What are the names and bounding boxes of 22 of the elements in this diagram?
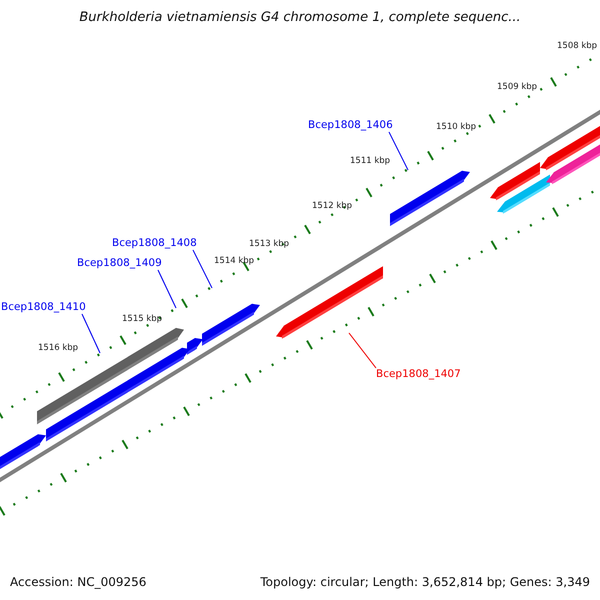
leader-line	[348, 332, 376, 368]
leader-line	[82, 314, 100, 354]
scale-label: 1515 kbp	[122, 314, 162, 324]
scale-label: 1516 kbp	[38, 343, 78, 354]
scale-label: 1511 kbp	[350, 156, 390, 166]
scale-label: 1510 kbp	[436, 122, 476, 132]
gene-label: Bcep1808_1409	[77, 257, 162, 270]
scale-label: 1512 kbp	[312, 201, 352, 212]
gene-label: Bcep1808_1406	[308, 119, 393, 132]
scale-label: 1513 kbp	[249, 239, 290, 250]
map-title: Burkholderia vietnamiensis G4 chromosome 1, complete sequenc...	[78, 10, 522, 26]
gene-label: Bcep1808_1408	[112, 237, 197, 250]
scale-label: 1514 kbp	[214, 256, 254, 266]
gene-label: Bcep1808_1407	[376, 368, 461, 381]
footer-text: Accession: NC_009256	[10, 575, 146, 590]
footer-text: Topology: circular; Length: 3,652,814 bp; Genes: 3,349	[260, 575, 590, 590]
leader-line	[158, 270, 176, 308]
leader-line	[192, 250, 212, 288]
leader-line	[388, 132, 408, 170]
scale-label: 1508 kbp	[557, 41, 598, 52]
gene-label: Bcep1808_1410	[1, 301, 86, 314]
scale-label: 1509 kbp	[497, 82, 538, 92]
